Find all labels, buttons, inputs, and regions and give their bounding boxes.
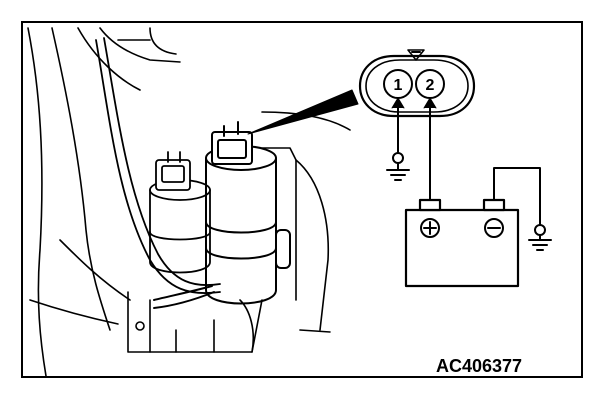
battery-positive-terminal [420, 218, 440, 238]
connector-pin-2-label: 2 [426, 77, 435, 94]
wiring-harness [95, 37, 221, 294]
negative-ground-wire [493, 167, 546, 236]
ground-symbol-pin1 [386, 162, 410, 181]
zoom-pointer [247, 89, 359, 135]
washer-pump-motor [153, 121, 291, 309]
connector-pin-1-label: 1 [394, 77, 403, 94]
pin1-ground-wire [391, 97, 405, 164]
figure-code: AC406377 [436, 356, 523, 376]
battery-negative-terminal [484, 218, 504, 238]
vehicle-body-sketch [27, 27, 351, 377]
rear-washer-pump [149, 151, 211, 274]
ground-symbol-battery [528, 234, 552, 251]
battery [404, 198, 520, 288]
pin2-positive-wire [423, 97, 437, 201]
